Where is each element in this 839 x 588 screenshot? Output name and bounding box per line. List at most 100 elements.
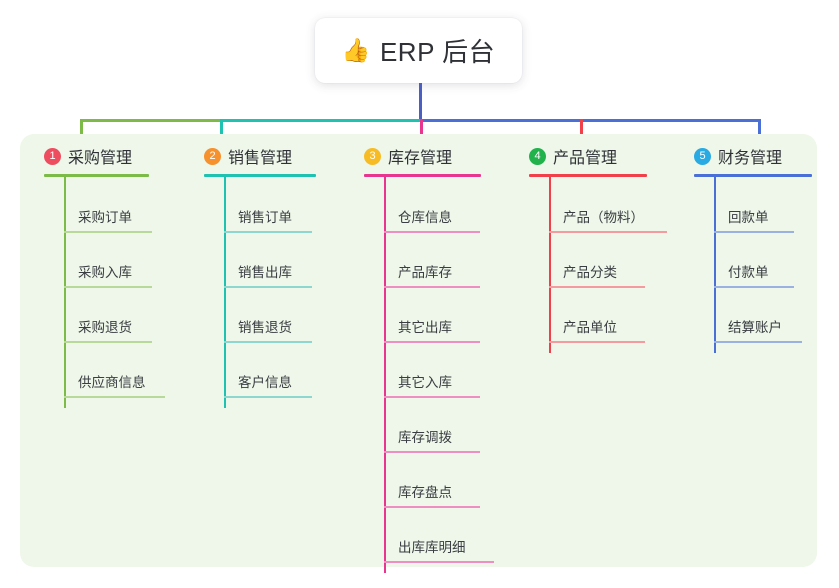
leaf-node-rule: [64, 341, 152, 343]
leaf-node-rule: [714, 231, 794, 233]
leaf-node-label: 销售出库: [238, 265, 292, 280]
leaf-node-rule: [549, 341, 645, 343]
branch-badge-1: 1: [44, 147, 61, 165]
leaf-node-label: 其它出库: [398, 320, 452, 335]
leaf-node[interactable]: 仓库信息: [384, 188, 484, 243]
branch-badge-5: 5: [694, 147, 711, 165]
leaf-node[interactable]: 销售订单: [224, 188, 316, 243]
leaf-node-label: 其它入库: [398, 375, 452, 390]
branch-header-rule-1: [44, 174, 149, 177]
leaf-node-label: 采购入库: [78, 265, 132, 280]
leaf-node-rule: [549, 286, 645, 288]
leaf-node-rule: [549, 231, 667, 233]
branch-column-3: 3 库存管理仓库信息产品库存其它出库其它入库库存调拨库存盘点出库库明细: [360, 144, 520, 573]
leaf-node[interactable]: 客户信息: [224, 353, 316, 408]
leaf-node[interactable]: 出库库明细: [384, 518, 498, 573]
leaf-node-label: 产品分类: [563, 265, 617, 280]
leaf-node-label: 采购退货: [78, 320, 132, 335]
leaf-node-label: 仓库信息: [398, 210, 452, 225]
branch-badge-3: 3: [364, 147, 381, 165]
connector-drop-3: [420, 119, 423, 147]
leaf-node-label: 付款单: [728, 265, 769, 280]
branch-column-4: 4 产品管理产品（物料） 产品分类产品单位: [525, 144, 685, 353]
leaf-node-rule: [64, 396, 165, 398]
branch-trunk-2: [224, 177, 226, 408]
branch-column-5: 5 财务管理回款单付款单结算账户: [690, 144, 839, 353]
leaf-node[interactable]: 其它出库: [384, 298, 484, 353]
branch-header-label: 财务管理: [718, 150, 783, 167]
thumbs-up-icon: 👍: [341, 37, 371, 63]
leaf-node[interactable]: 库存调拨: [384, 408, 484, 463]
leaf-node[interactable]: 其它入库: [384, 353, 484, 408]
leaf-node-label: 采购订单: [78, 210, 132, 225]
leaf-node-rule: [384, 506, 480, 508]
branch-header-1[interactable]: 1 采购管理: [40, 144, 200, 168]
leaf-node[interactable]: 销售出库: [224, 243, 316, 298]
branch-header-label: 产品管理: [553, 150, 618, 167]
branch-column-1: 1 采购管理采购订单采购入库采购退货供应商信息: [40, 144, 200, 408]
leaf-node[interactable]: 产品库存: [384, 243, 484, 298]
leaf-node-label: 出库库明细: [398, 540, 466, 555]
connector-drop-5: [758, 119, 761, 147]
branch-badge-4: 4: [529, 147, 546, 165]
leaf-node-rule: [384, 341, 480, 343]
branch-header-2[interactable]: 2 销售管理: [200, 144, 360, 168]
branch-header-5[interactable]: 5 财务管理: [690, 144, 839, 168]
leaf-node[interactable]: 结算账户: [714, 298, 806, 353]
leaf-node-label: 供应商信息: [78, 375, 146, 390]
branch-header-rule-5: [694, 174, 812, 177]
connector-drop-1: [80, 119, 83, 147]
branch-header-label: 销售管理: [228, 150, 293, 167]
leaf-node-label: 产品（物料）: [563, 210, 644, 225]
leaf-node[interactable]: 产品单位: [549, 298, 649, 353]
branch-header-4[interactable]: 4 产品管理: [525, 144, 685, 168]
leaf-node-rule: [384, 561, 494, 563]
branch-column-2: 2 销售管理销售订单销售出库销售退货客户信息: [200, 144, 360, 408]
leaf-node-label: 回款单: [728, 210, 769, 225]
leaf-node[interactable]: 产品分类: [549, 243, 649, 298]
root-node-card[interactable]: 👍 ERP 后台: [315, 18, 522, 83]
connector-root-stem: [419, 83, 422, 121]
leaf-node-rule: [384, 231, 480, 233]
branch-trunk-3: [384, 177, 386, 573]
leaf-node-rule: [714, 341, 802, 343]
root-title-text: ERP 后台: [379, 37, 496, 67]
connector-bus-segment-3: [420, 119, 760, 122]
leaf-node[interactable]: 采购退货: [64, 298, 156, 353]
branch-header-rule-4: [529, 174, 647, 177]
leaf-node-rule: [224, 396, 312, 398]
leaf-node-rule: [224, 341, 312, 343]
leaf-node-rule: [384, 396, 480, 398]
leaf-node-rule: [64, 231, 152, 233]
leaf-node-rule: [384, 451, 480, 453]
connector-bus-segment-1: [80, 119, 220, 122]
leaf-node[interactable]: 付款单: [714, 243, 798, 298]
leaf-node[interactable]: 采购入库: [64, 243, 156, 298]
leaf-node[interactable]: 回款单: [714, 188, 798, 243]
leaf-node[interactable]: 产品（物料）: [549, 188, 671, 243]
root-title: 👍 ERP 后台: [342, 32, 495, 69]
branch-header-3[interactable]: 3 库存管理: [360, 144, 520, 168]
leaf-node-rule: [224, 286, 312, 288]
branch-trunk-1: [64, 177, 66, 408]
branch-header-label: 库存管理: [388, 150, 453, 167]
leaf-node[interactable]: 库存盘点: [384, 463, 484, 518]
branch-header-label: 采购管理: [68, 150, 133, 167]
leaf-node[interactable]: 供应商信息: [64, 353, 169, 408]
branch-trunk-5: [714, 177, 716, 353]
branch-badge-2: 2: [204, 147, 221, 165]
branch-header-rule-2: [204, 174, 316, 177]
leaf-node-label: 库存调拨: [398, 430, 452, 445]
leaf-node-label: 客户信息: [238, 375, 292, 390]
connector-drop-4: [580, 119, 583, 147]
leaf-node-rule: [64, 286, 152, 288]
leaf-node-label: 产品单位: [563, 320, 617, 335]
branch-header-rule-3: [364, 174, 481, 177]
connector-drop-2: [220, 119, 223, 147]
leaf-node-label: 销售退货: [238, 320, 292, 335]
leaf-node-label: 产品库存: [398, 265, 452, 280]
leaf-node[interactable]: 销售退货: [224, 298, 316, 353]
leaf-node[interactable]: 采购订单: [64, 188, 156, 243]
leaf-node-label: 结算账户: [728, 320, 782, 335]
